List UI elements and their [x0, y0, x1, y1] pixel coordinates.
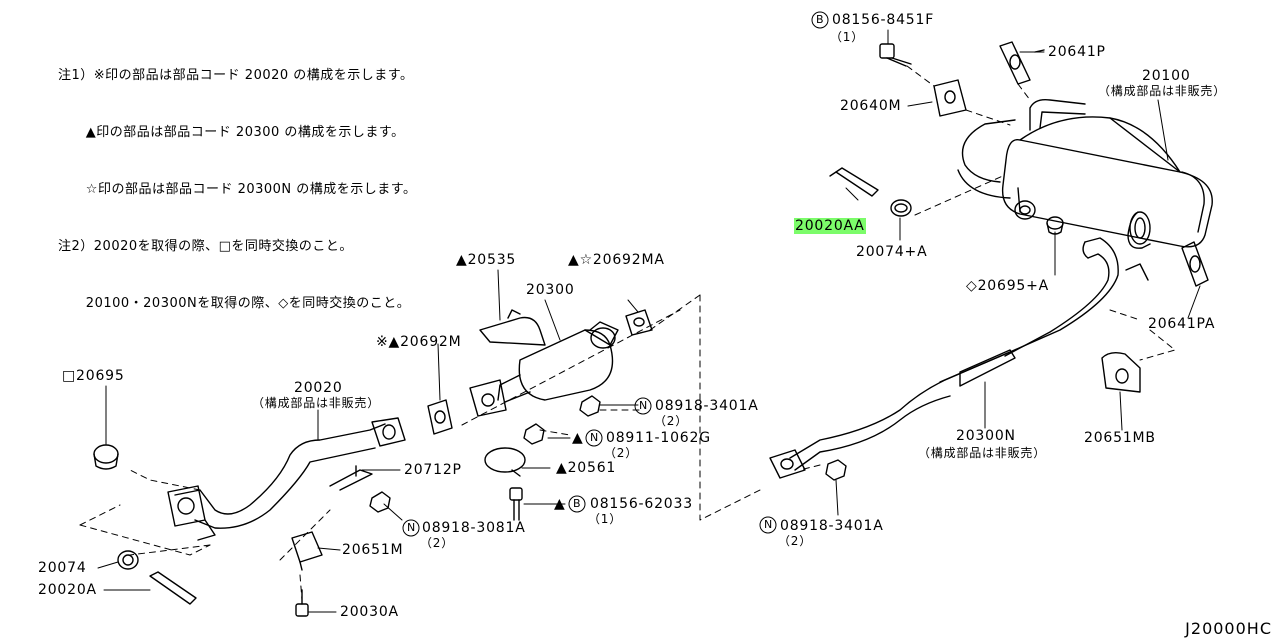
bolt-20030a[interactable]: [295, 589, 309, 617]
catalyst-20300[interactable]: [469, 321, 619, 417]
label-20651m[interactable]: 20651M: [342, 542, 404, 558]
rubber-hanger-20640m[interactable]: [933, 79, 967, 117]
reference-lines: [79, 65, 1176, 601]
seal-ring-20695[interactable]: [93, 444, 119, 470]
label-20695a[interactable]: ◇20695+A: [966, 278, 1050, 294]
nut-08918-3081a[interactable]: [369, 491, 391, 513]
qty-08918-3081a: （2）: [420, 536, 455, 550]
sensor-20020aa[interactable]: [829, 167, 879, 197]
note-20100: （構成部品は非販売）: [1098, 84, 1227, 98]
diagram-id: J20000HC: [1185, 619, 1272, 638]
gasket-20692ma[interactable]: [625, 309, 653, 336]
note-line: 注1）※印の部品は部品コード 20020 の構成を示します。: [58, 68, 414, 83]
label-20561[interactable]: ▲20561: [556, 460, 617, 476]
note-line: 注2）20020を取得の際、□を同時交換のこと。: [58, 239, 353, 254]
label-08918-3401a-mid[interactable]: 08918-3401A: [655, 398, 759, 414]
label-20651mb[interactable]: 20651MB: [1084, 430, 1156, 446]
label-20300n[interactable]: 20300N: [956, 428, 1016, 444]
circle-letter-n: N: [764, 518, 774, 531]
clamp-20561[interactable]: [484, 447, 526, 477]
prefix-08156-62033: ▲: [554, 496, 566, 512]
front-pipe-20020[interactable]: [167, 417, 406, 541]
label-20020[interactable]: 20020: [294, 380, 343, 396]
label-20100[interactable]: 20100: [1142, 68, 1191, 84]
qty-08918-3401a-mid: （2）: [654, 414, 689, 428]
rubber-hanger-20651mb[interactable]: [1101, 351, 1141, 393]
bracket-20712p[interactable]: [329, 465, 373, 491]
gasket-20074a[interactable]: [890, 199, 912, 217]
nut-08911-1062g[interactable]: [523, 423, 545, 445]
center-pipe-20300n[interactable]: [769, 237, 1149, 479]
circle-letter-n: N: [407, 521, 417, 534]
label-20695[interactable]: □20695: [62, 368, 125, 384]
gasket-20074[interactable]: [117, 550, 139, 570]
note-20300n: （構成部品は非販売）: [918, 446, 1047, 460]
label-20074[interactable]: 20074: [38, 560, 87, 576]
rubber-hanger-20641p[interactable]: [999, 41, 1045, 85]
label-20074a[interactable]: 20074+A: [856, 244, 928, 260]
sensor-20020a[interactable]: [149, 571, 197, 605]
prefix-08911-1062g: ▲: [572, 430, 584, 446]
label-20535[interactable]: ▲20535: [456, 252, 517, 268]
label-08918-3081a[interactable]: 08918-3081A: [422, 520, 526, 536]
rubber-hanger-20641pa[interactable]: [1181, 241, 1209, 287]
nut-08918-3401a-rear[interactable]: [825, 459, 847, 481]
leader-lines: [97, 29, 1201, 613]
note-line: 20100・20300Nを取得の際、◇を同時交換のこと。: [58, 296, 411, 311]
label-20640m[interactable]: 20640M: [840, 98, 902, 114]
qty-08911-1062g: （2）: [604, 446, 639, 460]
seal-ring-20695a[interactable]: [1046, 216, 1064, 235]
label-20641p[interactable]: 20641P: [1048, 44, 1106, 60]
label-20020aa[interactable]: 20020AA: [794, 218, 866, 234]
label-08918-3401a-rear[interactable]: 08918-3401A: [780, 518, 884, 534]
label-20020a[interactable]: 20020A: [38, 582, 97, 598]
hanger-20651m[interactable]: [291, 531, 323, 571]
note-20020: （構成部品は非販売）: [252, 396, 381, 410]
label-08156-62033[interactable]: 08156-62033: [590, 496, 693, 512]
circle-letter-b: B: [816, 13, 825, 26]
circle-markers: [402, 11, 829, 537]
qty-08156-62033: （1）: [588, 512, 623, 526]
circle-letter-n: N: [639, 399, 649, 412]
label-08156-8451f[interactable]: 08156-8451F: [832, 12, 935, 28]
label-08911-1062g[interactable]: 08911-1062G: [606, 430, 711, 446]
qty-08918-3401a-rear: （2）: [778, 534, 813, 548]
label-20712p[interactable]: 20712P: [404, 462, 462, 478]
label-20300[interactable]: 20300: [526, 282, 575, 298]
label-20641pa[interactable]: 20641PA: [1148, 316, 1216, 332]
note-line: ▲印の部品は部品コード 20300 の構成を示します。: [58, 125, 405, 140]
circle-letter-n: N: [590, 431, 600, 444]
bolt-08156-8451f[interactable]: [879, 43, 912, 67]
rear-muffler-20100[interactable]: [957, 98, 1213, 249]
label-20692m[interactable]: ※▲20692M: [376, 334, 462, 350]
note-line: ☆印の部品は部品コード 20300N の構成を示します。: [58, 182, 417, 197]
circle-letter-b: B: [573, 497, 582, 510]
qty-08156-8451f: （1）: [830, 30, 865, 44]
gasket-20692m[interactable]: [427, 399, 453, 435]
nut-08918-3401a-mid[interactable]: [579, 395, 601, 417]
label-20692ma[interactable]: ▲☆20692MA: [568, 252, 665, 268]
label-20030a[interactable]: 20030A: [340, 604, 399, 620]
notes-block: 注1）※印の部品は部品コード 20020 の構成を示します。 ▲印の部品は部品コ…: [58, 28, 417, 351]
heat-shield-20535[interactable]: [479, 309, 546, 346]
bolt-08156-62033[interactable]: [509, 487, 523, 521]
